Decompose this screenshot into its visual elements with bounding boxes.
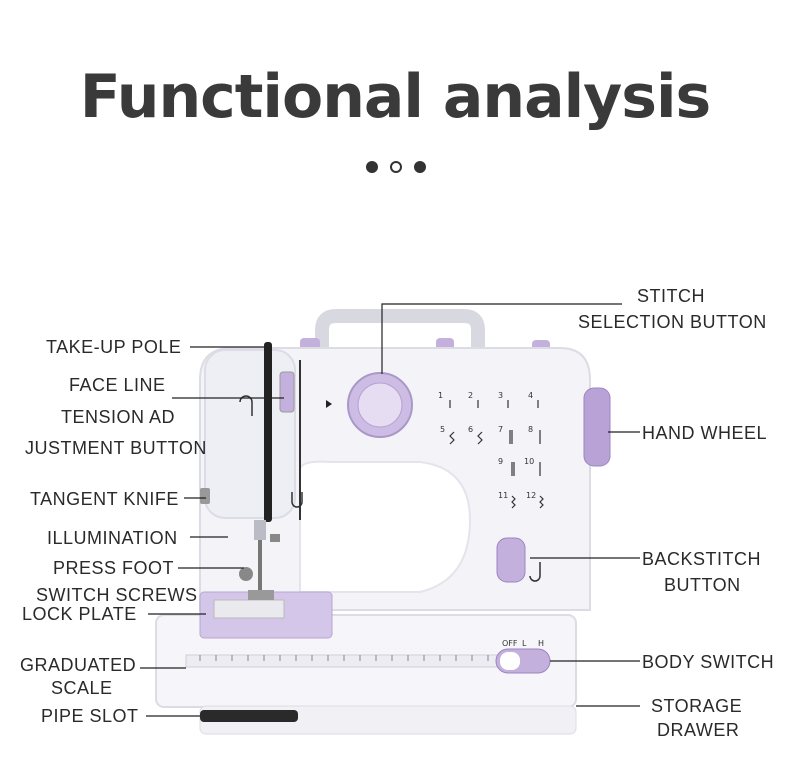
label-hand-wheel: HAND WHEEL	[642, 423, 767, 443]
stitch-dial-center	[358, 383, 402, 427]
label-body-switch: BODY SWITCH	[642, 652, 774, 672]
stitch-num-8: 8	[528, 425, 533, 434]
switch-h: H	[538, 639, 544, 648]
carry-handle	[322, 316, 478, 348]
label-take-up-pole: TAKE-UP POLE	[46, 337, 181, 357]
press-foot-screw	[239, 567, 253, 581]
label-pipe-slot: PIPE SLOT	[41, 706, 139, 726]
label-tension-ad: TENSION AD	[61, 407, 175, 427]
label-press-foot: PRESS FOOT	[53, 558, 174, 578]
stitch-num-1: 1	[438, 391, 443, 400]
stitch-num-7: 7	[498, 425, 503, 434]
label-illumination: ILLUMINATION	[47, 528, 178, 548]
tangent-knife	[200, 488, 210, 504]
stitch-num-3: 3	[498, 391, 503, 400]
stitch-num-4: 4	[528, 391, 533, 400]
label-graduated: GRADUATED	[20, 655, 136, 675]
stitch-num-10: 10	[524, 457, 534, 466]
label-button: BUTTON	[664, 575, 741, 595]
label-scale: SCALE	[51, 678, 113, 698]
tension-dial	[280, 372, 294, 412]
label-lock-plate: LOCK PLATE	[22, 604, 137, 624]
label-switch-screws: SWITCH SCREWS	[36, 585, 198, 605]
switch-label-group: OFF L H	[502, 639, 544, 648]
arm-opening	[300, 462, 470, 592]
stitch-num-11: 11	[498, 491, 508, 500]
stitch-num-5: 5	[440, 425, 445, 434]
label-backstitch: BACKSTITCH	[642, 549, 761, 569]
label-tangent-knife: TANGENT KNIFE	[30, 489, 179, 509]
pipe-slot-dark	[200, 710, 298, 722]
stitch-num-9: 9	[498, 457, 503, 466]
label-justment-button: JUSTMENT BUTTON	[25, 438, 207, 458]
label-drawer: DRAWER	[657, 720, 739, 740]
stitch-num-6: 6	[468, 425, 473, 434]
label-stitch: STITCH	[637, 286, 705, 306]
hand-wheel	[584, 388, 610, 466]
switch-off: OFF	[502, 639, 518, 648]
label-selection-button: SELECTION BUTTON	[578, 312, 767, 332]
foot-lever	[270, 534, 280, 542]
stitch-num-12: 12	[526, 491, 536, 500]
backstitch-lever	[497, 538, 525, 582]
label-storage: STORAGE	[651, 696, 742, 716]
stitch-num-2: 2	[468, 391, 473, 400]
take-up-pole	[264, 342, 272, 522]
needle-clamp	[254, 520, 266, 540]
switch-knob	[500, 652, 520, 670]
press-foot	[248, 590, 274, 600]
graduated-scale	[186, 655, 498, 667]
switch-l: L	[522, 639, 527, 648]
label-face-line: FACE LINE	[69, 375, 166, 395]
needle-plate	[214, 600, 284, 618]
